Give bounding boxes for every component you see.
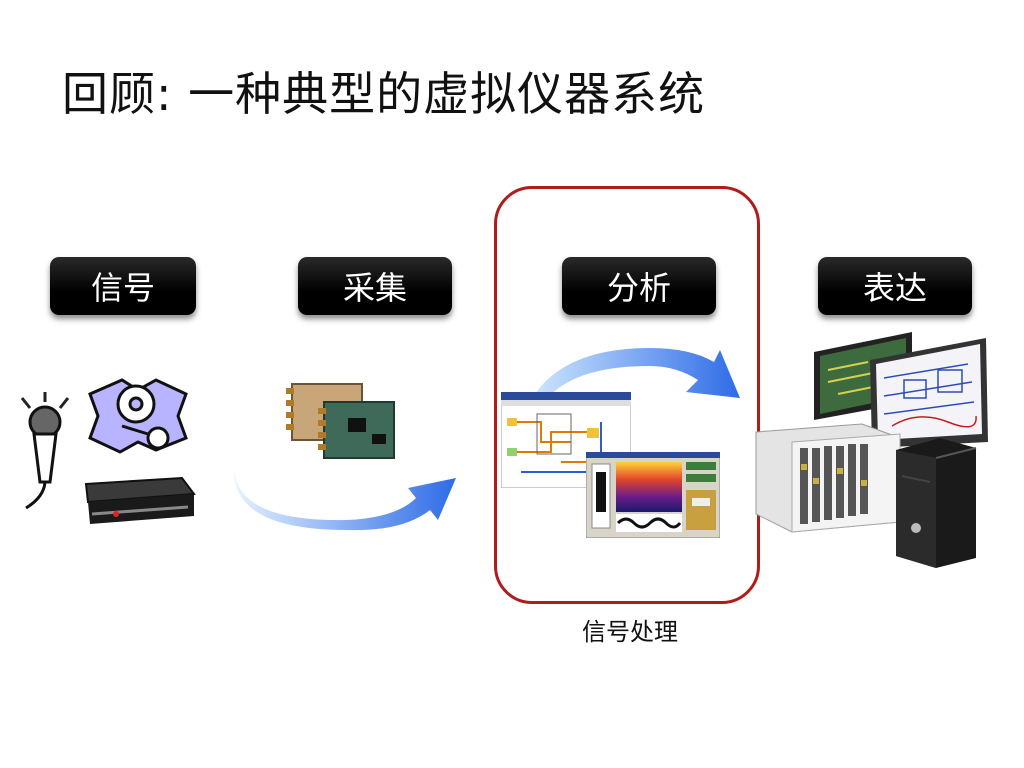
stage-label: 表达 <box>862 269 927 307</box>
signal-processing-highlight <box>494 186 760 604</box>
daq-card-icon <box>286 383 395 459</box>
pxi-chassis-icon <box>755 423 901 533</box>
spectrum-window-icon <box>586 452 720 538</box>
curved-arrow-icon <box>233 468 456 531</box>
stage-acquisition-button[interactable]: 采集 <box>298 257 452 315</box>
engine-icon <box>88 378 188 454</box>
curved-arrow-icon <box>530 348 740 402</box>
pc-tower-icon <box>896 438 977 568</box>
monitor-icon <box>814 332 988 448</box>
microphone-icon <box>20 392 70 510</box>
stage-label: 采集 <box>342 269 407 307</box>
stage-presentation-button[interactable]: 表达 <box>818 257 972 315</box>
stage-signal-button[interactable]: 信号 <box>50 257 196 315</box>
signal-processing-caption: 信号处理 <box>582 618 678 646</box>
cd-player-icon <box>84 476 196 524</box>
stage-label: 信号 <box>90 269 155 307</box>
page-title: 回顾: 一种典型的虚拟仪器系统 <box>62 67 706 121</box>
stage-analysis-button[interactable]: 分析 <box>562 257 716 315</box>
stage-label: 分析 <box>606 269 671 307</box>
